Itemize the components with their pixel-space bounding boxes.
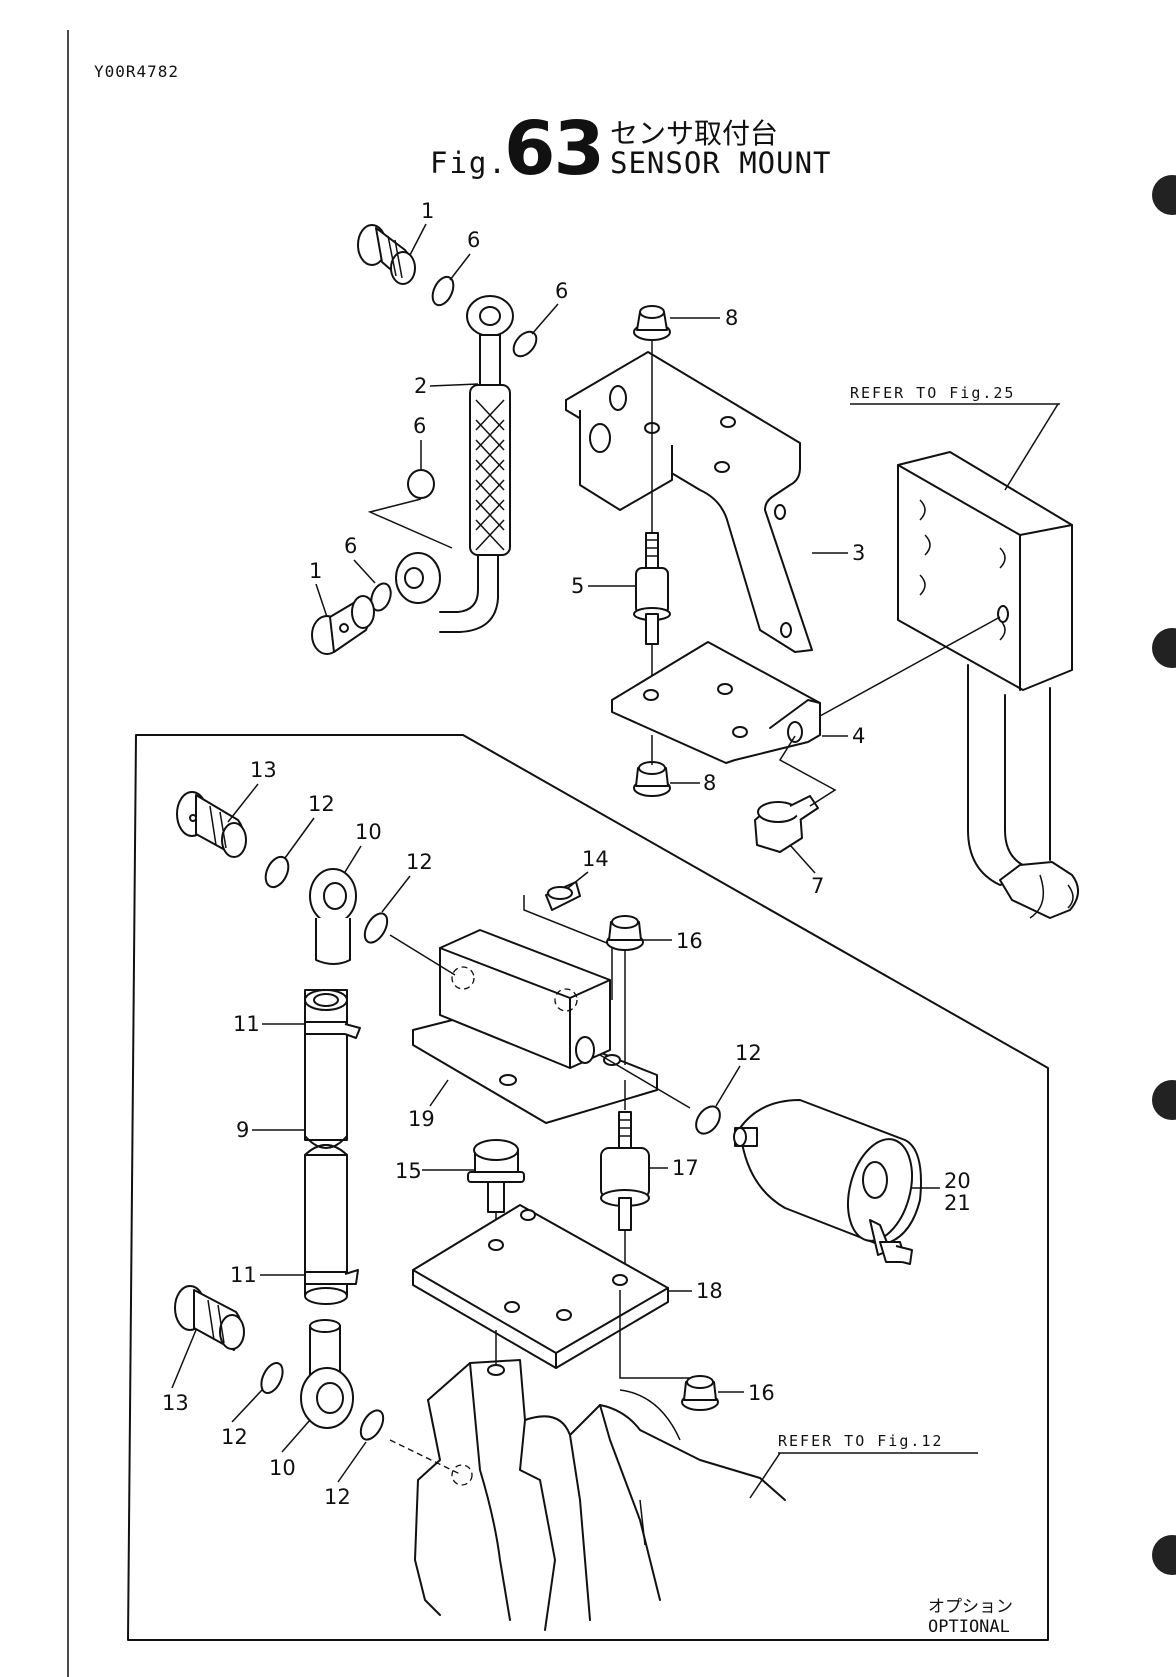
flange-nut-8-top xyxy=(634,306,670,340)
callout-11: 11 xyxy=(233,1012,260,1036)
callout-8: 8 xyxy=(703,771,716,795)
callout-6: 6 xyxy=(467,228,480,252)
valve-block-reference xyxy=(898,452,1078,918)
reference-label-fig25: REFER TO Fig.25 xyxy=(850,384,1015,402)
banjo-bolt-top xyxy=(358,225,415,284)
hose-assembly xyxy=(396,296,513,632)
hose-clip-11-bottom xyxy=(305,1270,358,1284)
binding-hole xyxy=(1152,1080,1176,1120)
binding-hole xyxy=(1152,175,1176,215)
flange-nut-16-bottom xyxy=(682,1376,718,1410)
callout-20: 20 xyxy=(944,1169,971,1193)
washer-12-b xyxy=(360,910,392,947)
bolt-15 xyxy=(468,1140,524,1212)
callout-12: 12 xyxy=(735,1041,762,1065)
callout-21: 21 xyxy=(944,1191,971,1215)
washer-12-e xyxy=(691,1102,725,1138)
binding-hole xyxy=(1152,628,1176,668)
washer-12-a xyxy=(261,853,293,890)
callout-6: 6 xyxy=(555,279,568,303)
callout-14: 14 xyxy=(582,847,609,871)
callout-19: 19 xyxy=(408,1107,435,1131)
callout-2: 2 xyxy=(414,374,427,398)
callout-6: 6 xyxy=(344,534,357,558)
banjo-bolt-13-top xyxy=(177,792,246,857)
rubber-mount-17 xyxy=(601,1112,649,1230)
reference-label-fig12: REFER TO Fig.12 xyxy=(778,1432,943,1450)
callout-15: 15 xyxy=(395,1159,422,1183)
callout-17: 17 xyxy=(672,1156,699,1180)
callout-10: 10 xyxy=(355,820,382,844)
washer-6-a xyxy=(429,274,458,309)
callout-3: 3 xyxy=(852,541,865,565)
optional-label-japanese: オプション xyxy=(928,1597,1013,1617)
callout-11: 11 xyxy=(230,1263,257,1287)
banjo-fitting-10-top xyxy=(310,869,356,964)
callout-12: 12 xyxy=(406,850,433,874)
callout-9: 9 xyxy=(236,1118,249,1142)
callout-18: 18 xyxy=(696,1279,723,1303)
pressure-sensor-20-21 xyxy=(734,1100,922,1264)
callout-16: 16 xyxy=(676,929,703,953)
bolt-7 xyxy=(755,796,818,852)
callout-13: 13 xyxy=(162,1391,189,1415)
banjo-fitting-10-bottom xyxy=(301,1320,353,1428)
plug-14 xyxy=(546,882,580,910)
callout-12: 12 xyxy=(308,792,335,816)
optional-label-english: OPTIONAL xyxy=(928,1617,1010,1637)
callout-5: 5 xyxy=(571,574,584,598)
engine-block-reference xyxy=(415,1360,785,1630)
washer-6-c xyxy=(408,470,434,498)
callout-16: 16 xyxy=(748,1381,775,1405)
callout-4: 4 xyxy=(852,724,865,748)
callout-1: 1 xyxy=(421,199,434,223)
rubber-mount-5 xyxy=(634,533,670,644)
callout-12: 12 xyxy=(221,1425,248,1449)
bracket-3 xyxy=(566,352,812,652)
banjo-bolt-bottom xyxy=(312,596,374,654)
washer-6-b xyxy=(509,327,541,360)
flange-nut-8-bottom xyxy=(634,762,670,796)
callout-1: 1 xyxy=(309,559,322,583)
callout-8: 8 xyxy=(725,306,738,330)
binding-hole xyxy=(1152,1535,1176,1575)
callout-6: 6 xyxy=(413,414,426,438)
callout-7: 7 xyxy=(811,874,824,898)
rubber-hose-9 xyxy=(305,990,347,1304)
sensor-block-19 xyxy=(413,930,657,1123)
banjo-bolt-13-bottom xyxy=(175,1286,244,1350)
callout-12: 12 xyxy=(324,1485,351,1509)
callout-10: 10 xyxy=(269,1456,296,1480)
callout-13: 13 xyxy=(250,758,277,782)
washer-12-d xyxy=(356,1407,388,1444)
flange-nut-16-top xyxy=(607,916,643,950)
